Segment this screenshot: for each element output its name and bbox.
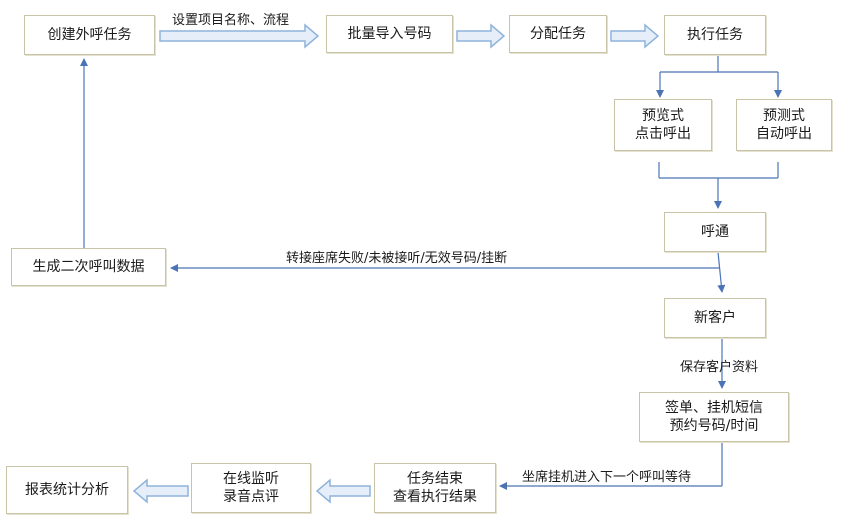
node-secondary-data: 生成二次呼叫数据 <box>11 248 166 286</box>
hollow-arrow-assign-to-execute <box>610 23 660 49</box>
edge-label-set-project: 设置项目名称、流程 <box>172 13 290 28</box>
hollow-arrow-monitor-to-report <box>132 478 189 504</box>
node-create-task: 创建外呼任务 <box>24 15 155 55</box>
node-predict-dial: 预测式 自动呼出 <box>736 99 832 151</box>
node-report: 报表统计分析 <box>6 466 128 514</box>
node-connected-label: 呼通 <box>701 224 729 240</box>
edge-label-save-customer: 保存客户资料 <box>680 360 759 375</box>
node-predict-line1: 预测式 <box>763 108 805 124</box>
node-preview-line2: 点击呼出 <box>635 126 691 142</box>
node-batch-import: 批量导入号码 <box>326 15 453 53</box>
node-new-customer-label: 新客户 <box>694 310 736 326</box>
node-execute-task: 执行任务 <box>664 15 766 55</box>
hollow-arrow-taskend-to-monitor <box>315 478 371 504</box>
node-create-task-label: 创建外呼任务 <box>47 27 132 43</box>
node-monitor-line1: 在线监听 <box>223 471 279 487</box>
node-new-customer: 新客户 <box>664 298 766 338</box>
node-report-label: 报表统计分析 <box>25 482 109 498</box>
node-preview-dial: 预览式 点击呼出 <box>614 99 712 151</box>
node-task-end-line2: 查看执行结果 <box>393 489 477 505</box>
node-batch-import-label: 批量导入号码 <box>347 26 432 42</box>
edge-label-agent-hangup: 坐席挂机进入下一个呼叫等待 <box>522 470 692 485</box>
node-sign-line1: 签单、挂机短信 <box>665 400 763 416</box>
node-secondary-data-label: 生成二次呼叫数据 <box>32 259 145 275</box>
hollow-arrow-create-to-import <box>159 23 320 49</box>
node-execute-task-label: 执行任务 <box>687 27 743 43</box>
node-sign-line2: 预约号码/时间 <box>669 418 759 434</box>
node-monitor: 在线监听 录音点评 <box>191 463 311 513</box>
node-monitor-line2: 录音点评 <box>223 489 279 505</box>
node-sign-sms: 签单、挂机短信 预约号码/时间 <box>639 392 789 442</box>
node-task-end: 任务结束 查看执行结果 <box>374 463 496 513</box>
node-task-end-line1: 任务结束 <box>407 471 463 487</box>
edge-label-failure: 转接座席失败/未被接听/无效号码/挂断 <box>286 251 508 266</box>
edge-connected-to-newcustomer <box>717 251 726 293</box>
node-assign-task: 分配任务 <box>509 15 607 53</box>
node-connected: 呼通 <box>664 212 766 252</box>
node-preview-line1: 预览式 <box>642 108 684 124</box>
node-assign-task-label: 分配任务 <box>530 26 586 42</box>
node-predict-line2: 自动呼出 <box>756 126 812 142</box>
hollow-arrow-import-to-assign <box>456 23 506 49</box>
